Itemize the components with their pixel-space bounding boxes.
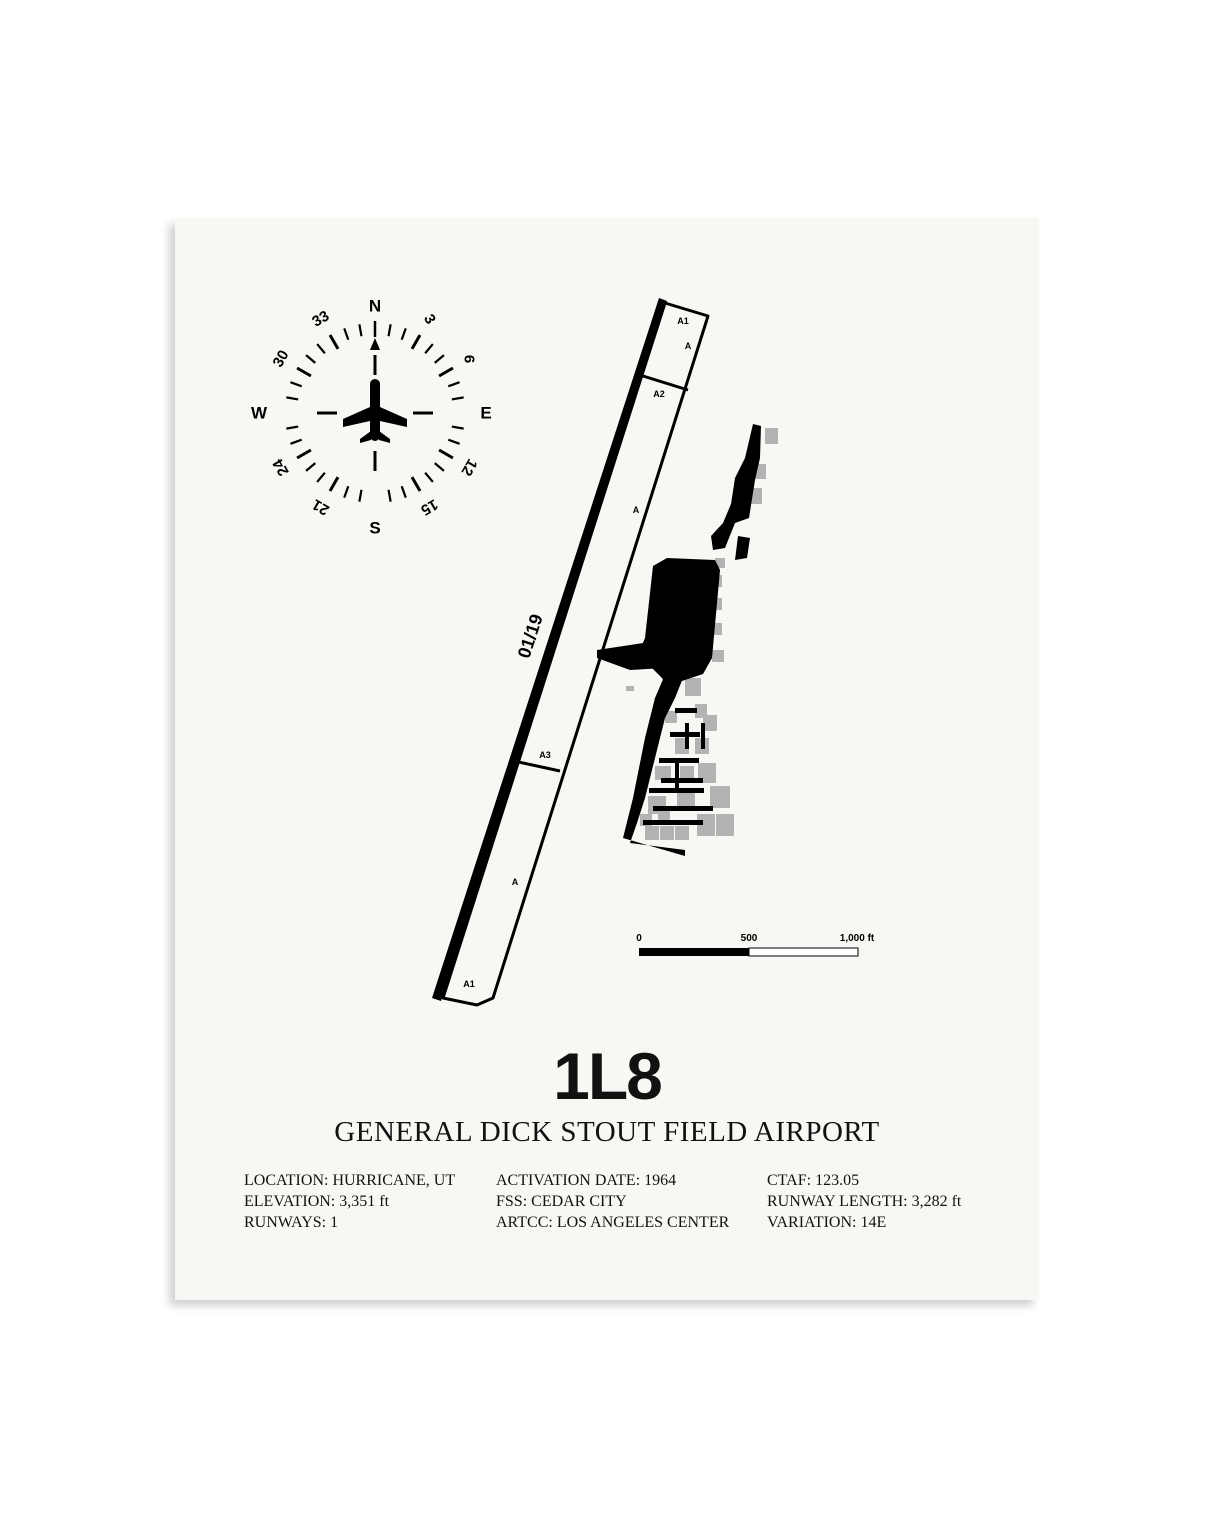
compass-tick: [316, 472, 326, 483]
compass-tick: [410, 334, 422, 350]
scale-bar: 0 500 1,000 ft: [636, 933, 875, 957]
compass-heading-33: 33: [309, 307, 332, 330]
airport-diagram: N E S W 3 6 12 15 21 24 30 33 01/: [251, 296, 875, 1007]
apron-area: [623, 424, 778, 856]
taxiway-a-top-label: A: [685, 341, 692, 351]
runway-label: 01/19: [514, 612, 547, 661]
compass-tick: [424, 472, 434, 483]
compass-tick: [290, 438, 303, 445]
info-activation-date: ACTIVATION DATE: 1964: [496, 1172, 677, 1189]
compass-heading-24: 24: [269, 455, 292, 479]
compass-tick: [358, 489, 363, 502]
compass-heading-6: 6: [461, 355, 478, 363]
compass-tick: [328, 334, 340, 350]
info-artcc: ARTCC: LOS ANGELES CENTER: [496, 1214, 730, 1231]
info-runways: RUNWAYS: 1: [244, 1214, 339, 1231]
north-arrow-icon: [370, 338, 380, 350]
compass-east-label: E: [480, 403, 491, 422]
compass-tick: [424, 343, 434, 354]
runway-01-19: [432, 298, 710, 1007]
compass-tick: [358, 324, 363, 337]
compass-tick: [400, 485, 407, 498]
airport-code: 1L8: [553, 1039, 663, 1113]
taxiway-a2-connector: [642, 374, 689, 392]
compass-tick: [328, 476, 340, 492]
taxiway-a3-connector: [513, 759, 561, 773]
info-column-2: ACTIVATION DATE: 1964 FSS: CEDAR CITY AR…: [496, 1170, 729, 1233]
compass-tick: [296, 448, 312, 460]
compass-tick: [438, 366, 454, 378]
info-variation: VARIATION: 14E: [767, 1214, 887, 1231]
compass-heading-21: 21: [309, 495, 332, 518]
compass-tick: [290, 381, 303, 388]
info-ctaf: CTAF: 123.05: [767, 1172, 860, 1189]
compass-tick: [305, 354, 316, 364]
compass-tick: [387, 489, 392, 502]
compass-tick: [387, 324, 392, 337]
info-location: LOCATION: HURRICANE, UT: [244, 1172, 456, 1189]
compass-heading-30: 30: [269, 347, 292, 370]
info-column-1: LOCATION: HURRICANE, UT ELEVATION: 3,351…: [244, 1170, 455, 1233]
airplane-icon: [343, 379, 407, 443]
info-runway-length: RUNWAY LENGTH: 3,282 ft: [767, 1193, 962, 1210]
taxiway-a3-label: A3: [539, 750, 551, 760]
info-column-3: CTAF: 123.05 RUNWAY LENGTH: 3,282 ft VAR…: [767, 1170, 961, 1233]
compass-tick: [286, 425, 299, 430]
compass-north-label: N: [369, 296, 381, 315]
compass-tick: [451, 425, 464, 430]
compass-heading-3: 3: [420, 311, 439, 327]
compass-tick: [410, 476, 422, 492]
taxiway-a-bottom-label: A: [512, 877, 519, 887]
compass-tick: [434, 354, 445, 364]
compass-tick: [305, 462, 316, 472]
info-fss: FSS: CEDAR CITY: [496, 1193, 627, 1210]
taxiway-a1-bottom-label: A1: [463, 979, 475, 989]
scale-label-500: 500: [741, 933, 758, 944]
taxiway-a1-top-label: A1: [677, 316, 689, 326]
compass-south-label: S: [369, 518, 380, 537]
compass-heading-12: 12: [457, 456, 480, 479]
scale-label-0: 0: [636, 933, 642, 944]
parallel-taxiway: [441, 301, 710, 1007]
poster: N E S W 3 6 12 15 21 24 30 33 01/: [175, 218, 1039, 1300]
compass-tick: [434, 462, 445, 472]
compass-rose: N E S W 3 6 12 15 21 24 30 33: [251, 296, 492, 537]
compass-tick: [286, 396, 299, 401]
compass-heading-15: 15: [418, 495, 441, 518]
compass-ticks: [286, 321, 464, 502]
scale-label-1000: 1,000 ft: [840, 933, 875, 944]
compass-tick: [400, 328, 407, 341]
apron-pavement: [623, 424, 761, 856]
compass-tick: [438, 448, 454, 460]
airport-name: GENERAL DICK STOUT FIELD AIRPORT: [334, 1116, 880, 1148]
info-elevation: ELEVATION: 3,351 ft: [244, 1193, 390, 1210]
compass-tick: [451, 396, 464, 401]
compass-tick: [296, 366, 312, 378]
taxiway-a-mid-label: A: [633, 505, 640, 515]
compass-west-label: W: [251, 403, 268, 422]
compass-tick: [447, 438, 460, 445]
compass-tick: [343, 485, 350, 498]
taxiway-a2-label: A2: [653, 389, 665, 399]
compass-tick: [343, 328, 350, 341]
compass-tick: [447, 381, 460, 388]
compass-tick: [316, 343, 326, 354]
